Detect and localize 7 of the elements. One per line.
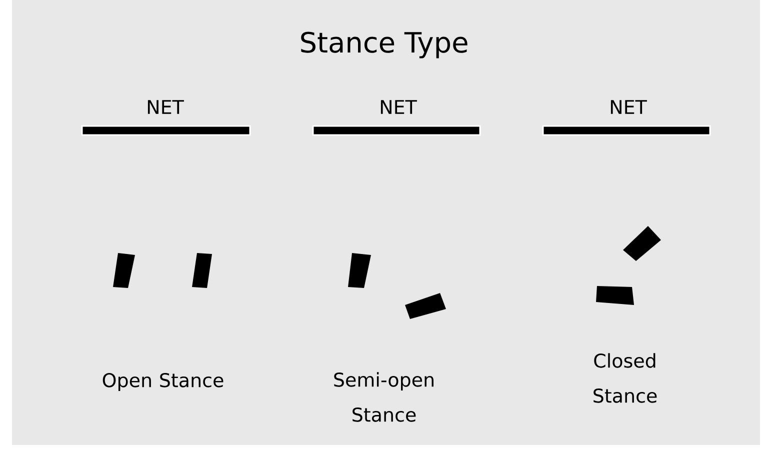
title: Stance Type xyxy=(301,32,468,58)
net-label: NET xyxy=(148,100,184,114)
net-label: NET xyxy=(380,100,417,114)
net-label: NET xyxy=(610,100,647,114)
stance-label: Closed Stance xyxy=(594,353,657,403)
stance-label: Semi-open Stance xyxy=(334,372,434,422)
stance-label: Open Stance xyxy=(102,372,224,392)
